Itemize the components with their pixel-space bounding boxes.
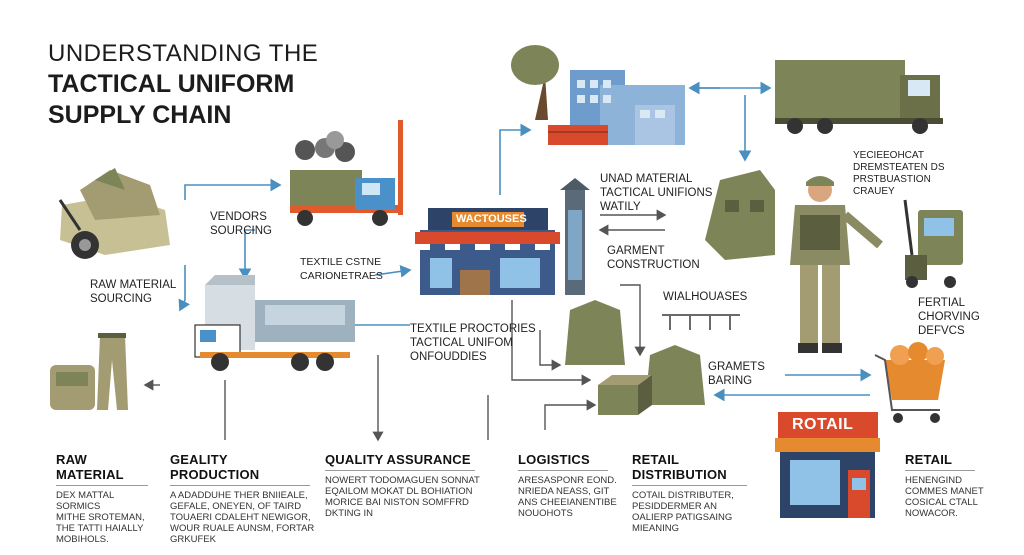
raw-material-bales-icon	[58, 168, 170, 259]
warehouse-building-icon	[415, 178, 590, 295]
column-logistics: LOGISTICS ARESASPONR EOND.NRIEDA NEASS, …	[518, 452, 618, 519]
column-heading: RETAIL	[905, 452, 953, 467]
tactical-jacket-icon	[705, 170, 775, 260]
divider	[170, 485, 310, 486]
soldier-figure-icon	[790, 176, 883, 353]
hanger-rack-icon	[662, 314, 740, 330]
column-heading: QUALITY ASSURANCE	[325, 452, 471, 467]
flow-arrows-secondary	[143, 209, 667, 442]
divider	[905, 470, 975, 471]
column-heading: RETAIL DISTRIBUTION	[632, 452, 727, 482]
shopping-cart-icon	[874, 342, 945, 423]
factory-buildings-icon	[511, 45, 685, 145]
column-heading: RAW MATERIAL	[56, 452, 124, 482]
uniform-shirt-icon	[565, 300, 705, 405]
warehouse-sign: WACTOUSES	[456, 213, 527, 225]
divider	[325, 470, 475, 471]
processing-truck-icon	[194, 275, 355, 371]
column-description: A ADADDUHE THER BNIIEALE,GEFALE, ONEYEN,…	[170, 490, 315, 545]
divider	[632, 485, 747, 486]
column-quality-production: GEALITY PRODUCTION A ADADDUHE THER BNIIE…	[170, 452, 320, 545]
title-line-2: TACTICAL UNIFORM	[48, 70, 295, 98]
retail-sign: ROTAIL	[792, 416, 854, 433]
divider	[518, 470, 608, 471]
shipping-box-icon	[598, 375, 652, 415]
backpack-and-pants-icon	[50, 333, 128, 410]
column-heading: LOGISTICS	[518, 452, 590, 467]
label-walhouases: WIALHOUASES	[663, 291, 748, 303]
column-retail-distribution: RETAIL DISTRIBUTION COTAIL DISTRIBUTER,P…	[632, 452, 757, 534]
retail-store-icon	[775, 412, 880, 518]
vendors-truck-icon	[290, 120, 403, 226]
page-title: UNDERSTANDING THE TACTICAL UNIFORM SUPPL…	[48, 38, 318, 131]
title-line-3: SUPPLY CHAIN	[48, 101, 232, 129]
federal-equipment-icon	[903, 199, 963, 288]
divider	[56, 485, 148, 486]
freight-truck-icon	[775, 60, 943, 134]
column-quality-assurance: QUALITY ASSURANCE NOWERT TODOMAGUEN SONN…	[325, 452, 485, 519]
column-heading: GEALITY PRODUCTION	[170, 452, 260, 482]
title-line-1: UNDERSTANDING THE	[48, 40, 319, 67]
